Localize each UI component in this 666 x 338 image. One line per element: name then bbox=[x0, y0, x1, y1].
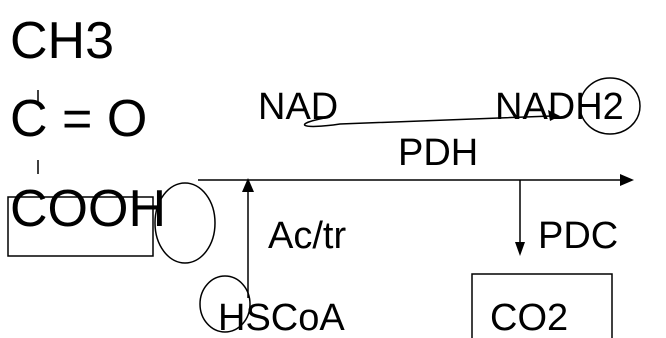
cooh-h-ellipse bbox=[154, 182, 216, 264]
cooh-box bbox=[7, 196, 154, 257]
co2-box bbox=[471, 273, 613, 338]
molecule-ch3-text: CH3 bbox=[10, 12, 114, 70]
molecule-carbonyl-text: C = O bbox=[10, 90, 147, 148]
hscoa-label: HSCoA bbox=[218, 297, 345, 338]
nad-to-nadh2-arrow bbox=[303, 115, 553, 128]
pdh-label: PDH bbox=[398, 132, 478, 174]
hscoa-h-ellipse bbox=[199, 275, 251, 333]
nadh2-ellipse bbox=[579, 77, 641, 135]
pdc-label: PDC bbox=[538, 215, 618, 257]
nad-arrowhead bbox=[548, 110, 560, 121]
nadh2-label: NADH2 bbox=[495, 86, 624, 128]
main-reaction-arrowhead bbox=[620, 174, 634, 186]
molecule-cooh-text: COOH bbox=[10, 180, 166, 238]
hscoa-arrowhead bbox=[242, 178, 254, 192]
nad-label: NAD bbox=[258, 86, 338, 128]
co2-arrowhead bbox=[515, 242, 525, 256]
co2-label: CO2 bbox=[490, 297, 568, 338]
actr-label: Ac/tr bbox=[268, 215, 346, 257]
